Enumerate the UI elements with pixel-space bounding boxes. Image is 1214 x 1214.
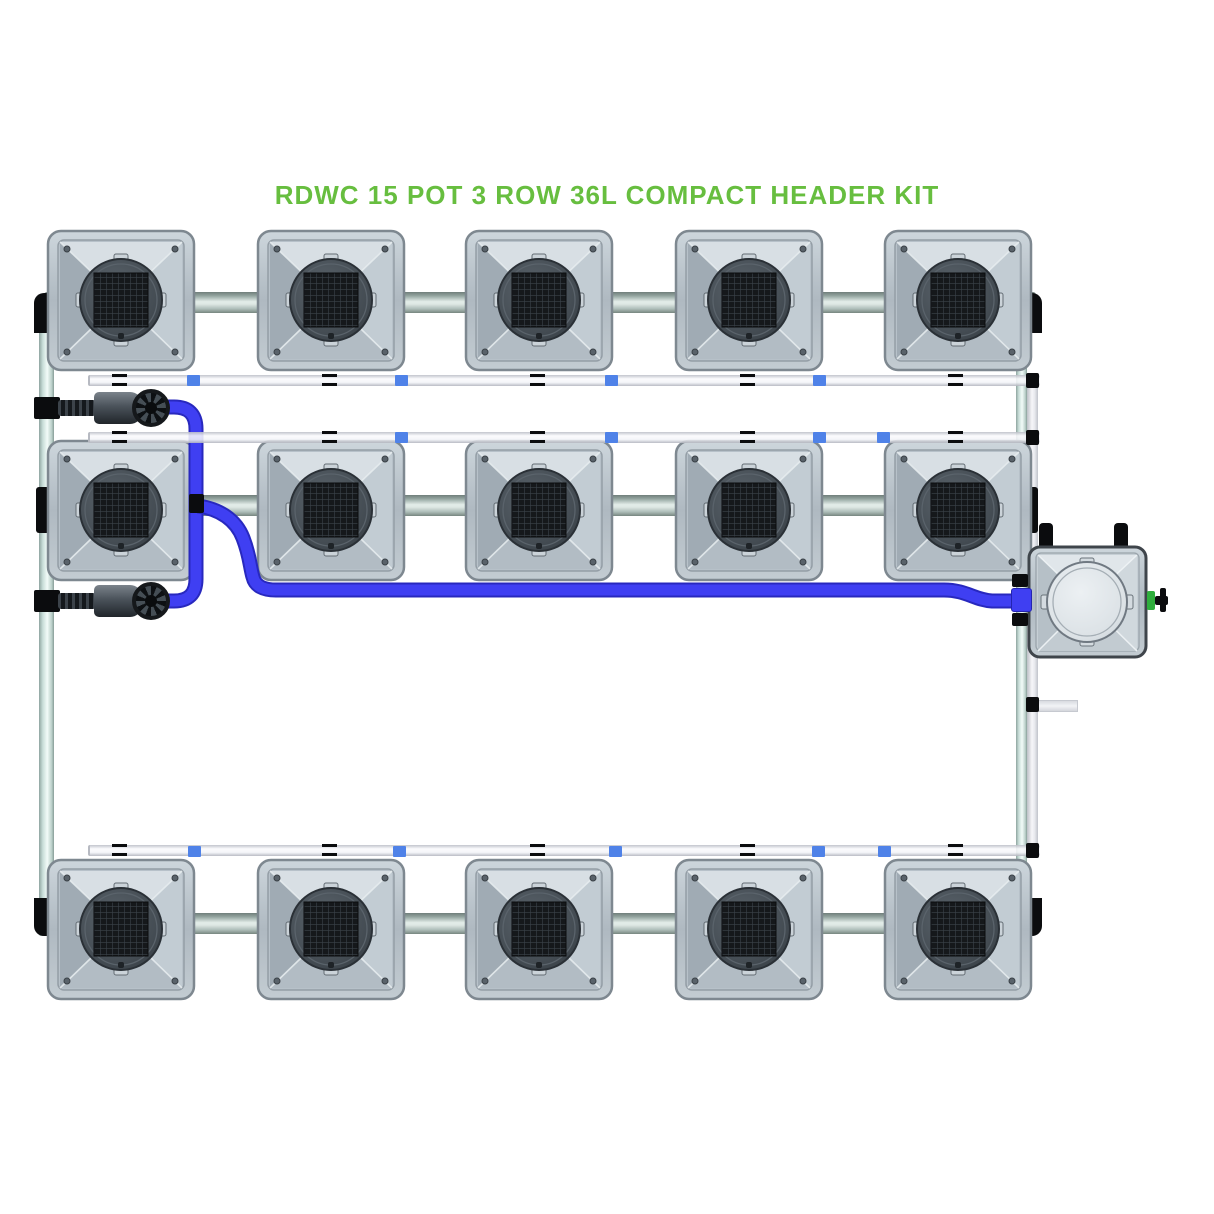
pipe-union [605,375,618,386]
pot-r1c5 [883,229,1033,372]
tubing-tee [189,494,204,513]
pipe-clip [948,844,963,858]
pipe-clip [530,844,545,858]
valve-knob-icon [132,389,170,427]
pipe-union [877,432,890,443]
pipe-union [609,846,622,857]
pipe-clip [322,431,337,445]
pipe-union [393,846,406,857]
tank-drain-pipe [1037,700,1078,712]
pipe-clip [740,431,755,445]
pipe-union [187,375,200,386]
pipe-clip [112,431,127,445]
valve-barb-fitting [58,593,96,609]
return-pipe-middle [88,432,1040,443]
return-pipe-top [88,375,1040,386]
pump-valve-lower [34,581,206,621]
pipe-union [188,846,201,857]
pipe-clip [112,844,127,858]
pipe-clip [948,431,963,445]
tank-drain-bar [1160,588,1166,612]
pipe-union [812,846,825,857]
pot-r2c3 [464,439,614,582]
pipe-end-clip-middle [1026,430,1039,445]
pot-r2c5 [883,439,1033,582]
pipe-union [605,432,618,443]
pipe-union [395,432,408,443]
pipe-clip [740,374,755,388]
pipe-clip [948,374,963,388]
pot-r3c3 [464,858,614,1001]
valve-tee-fitting [34,590,60,612]
pot-r1c2 [256,229,406,372]
pipe-end-clip-top [1026,373,1039,388]
pipe-union [878,846,891,857]
pot-r3c4 [674,858,824,1001]
pipe-clip [112,374,127,388]
tank-port-right [1114,523,1128,547]
pot-r3c2 [256,858,406,1001]
pot-r2c4 [674,439,824,582]
pot-r2c1 [46,439,196,582]
inlet-collar-top [1012,574,1028,587]
valve-tee-fitting [34,397,60,419]
pot-r1c4 [674,229,824,372]
valve-knob-icon [132,582,170,620]
pipe-clip [322,844,337,858]
product-title: RDWC 15 POT 3 ROW 36L COMPACT HEADER KIT [274,180,940,210]
tank-port-left [1039,523,1053,547]
pot-r3c5 [883,858,1033,1001]
tank-inlet-elbow [1011,588,1032,612]
tank-drain-fitting [1147,591,1155,610]
pipe-union [395,375,408,386]
pot-r1c1 [46,229,196,372]
pipe-end-clip-bottom [1026,843,1039,858]
pot-r3c1 [46,858,196,1001]
valve-barb-fitting [58,400,96,416]
pump-valve-upper [34,388,206,428]
pipe-clip [322,374,337,388]
pot-r1c3 [464,229,614,372]
pipe-clip [530,374,545,388]
return-pipe-bottom [88,845,1040,856]
pipe-union [813,375,826,386]
pipe-clip [740,844,755,858]
pipe-union [813,432,826,443]
inlet-collar-bottom [1012,613,1028,626]
drain-pipe-clip [1026,697,1039,712]
pot-r2c2 [256,439,406,582]
pipe-clip [530,431,545,445]
header-tank [1027,545,1148,659]
